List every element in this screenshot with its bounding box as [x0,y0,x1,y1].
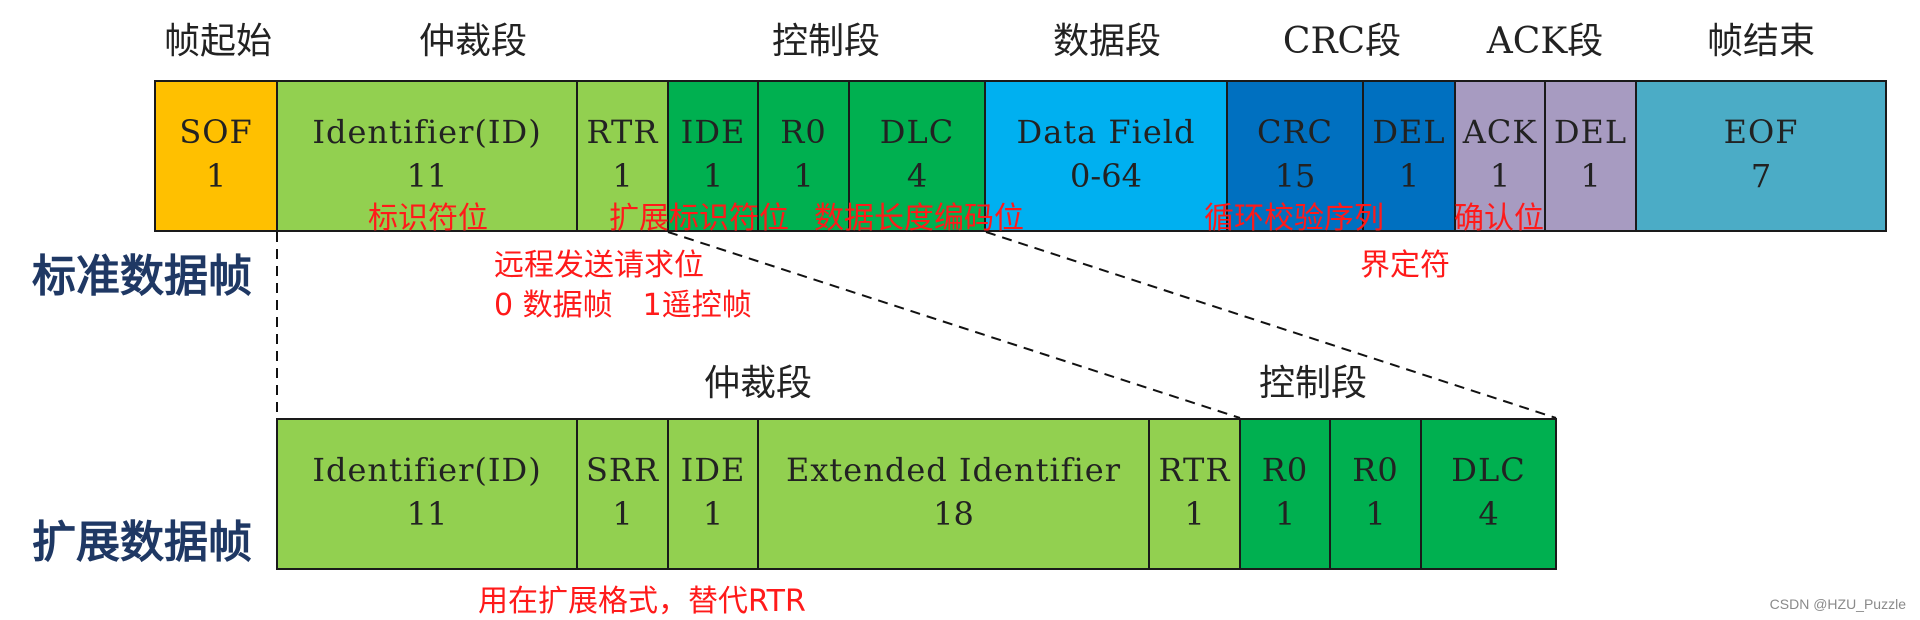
std-field-name: DLC [879,113,955,151]
std-field-bits: 1 [702,157,724,195]
annotation-data-length-code-bit: 数据长度编码位 [814,201,1024,236]
std-field-rtr: RTR 1 [576,80,669,232]
std-field-ack-del: DEL 1 [1544,80,1637,232]
std-field-bits: 1 [205,157,227,195]
std-field-name: RTR [586,113,659,151]
std-field-bits: 0-64 [1070,157,1142,195]
ext-field-bits: 1 [1184,495,1205,533]
std-field-name: SOF [179,113,253,151]
std-field-name: IDE [680,113,746,151]
std-field-eof: EOF 7 [1635,80,1887,232]
segment-title-ack: ACK段 [1486,21,1604,62]
ext-field-name: Identifier(ID) [312,451,542,489]
ext-field-identifier: Identifier(ID) 11 [276,418,578,570]
std-field-name: CRC [1256,113,1334,151]
std-field-identifier: Identifier(ID) 11 [276,80,578,232]
ext-field-name: R0 [1261,451,1309,489]
annotation-crc-sequence: 循环校验序列 [1204,201,1384,236]
segment-title-eof: 帧结束 [1706,21,1816,62]
std-field-ack: ACK 1 [1454,80,1546,232]
standard-frame-label: 标准数据帧 [32,251,252,302]
ext-field-name: Extended Identifier [786,451,1121,489]
annotation-ack-bit: 确认位 [1454,201,1544,236]
ext-field-name: DLC [1451,451,1526,489]
std-field-bits: 1 [612,157,633,195]
ext-field-bits: 1 [1274,495,1296,533]
std-field-bits: 1 [1398,157,1420,195]
ext-field-name: RTR [1158,451,1231,489]
extended-frame-label: 扩展数据帧 [32,517,252,568]
std-field-name: EOF [1723,113,1799,151]
ext-field-srr: SRR 1 [576,418,669,570]
ext-field-bits: 18 [933,495,974,533]
annotation-remote-request-bit: 远程发送请求位 [494,248,704,283]
annotation-srr-note: 用在扩展格式，替代RTR [478,584,806,619]
ext-field-ide: IDE 1 [667,418,759,570]
watermark: CSDN @HZU_Puzzle [1769,596,1906,612]
std-field-ide: IDE 1 [667,80,759,232]
std-field-r0: R0 1 [757,80,850,232]
std-field-name: DEL [1372,113,1446,151]
ext-field-bits: 4 [1478,495,1499,533]
std-field-crc: CRC 15 [1226,80,1364,232]
std-field-name: R0 [780,113,827,151]
std-field-bits: 1 [793,157,814,195]
control-end-dashed-line [985,231,1557,419]
ext-field-name: R0 [1352,451,1399,489]
ext-title-arbitration: 仲裁段 [703,363,813,404]
annotation-remote-values: 0 数据帧 1遥控帧 [494,288,752,323]
segment-title-control: 控制段 [771,21,881,62]
ext-field-name: SRR [585,451,660,489]
annotation-delimiter: 界定符 [1360,248,1450,283]
ext-field-bits: 11 [406,495,448,533]
std-field-name: ACK [1462,113,1538,151]
std-field-crc-del: DEL 1 [1362,80,1456,232]
segment-title-sof: 帧起始 [163,21,273,62]
control-start-dashed-line [667,231,1241,419]
ext-title-control: 控制段 [1258,363,1368,404]
std-field-bits: 7 [1750,157,1772,195]
ext-field-extended-identifier: Extended Identifier 18 [757,418,1150,570]
segment-title-arbitration: 仲裁段 [418,21,528,62]
std-field-bits: 1 [1489,157,1511,195]
ext-field-bits: 1 [702,495,724,533]
ext-field-bits: 1 [1365,495,1386,533]
ext-field-rtr: RTR 1 [1148,418,1241,570]
segment-title-data: 数据段 [1052,21,1162,62]
std-field-data: Data Field 0-64 [984,80,1228,232]
ext-field-r1: R0 1 [1239,418,1331,570]
ext-field-r0: R0 1 [1329,418,1422,570]
std-field-name: Identifier(ID) [312,113,542,151]
std-field-bits: 15 [1274,157,1316,195]
ext-field-name: IDE [680,451,746,489]
std-field-name: DEL [1553,113,1628,151]
annotation-extended-identifier-bit: 扩展标识符位 [609,201,789,236]
std-field-bits: 4 [906,157,928,195]
std-field-bits: 11 [406,157,448,195]
ext-field-dlc: DLC 4 [1420,418,1557,570]
segment-title-crc: CRC段 [1282,21,1402,62]
std-field-bits: 1 [1580,157,1601,195]
std-field-name: Data Field [1016,113,1196,151]
ext-field-bits: 1 [612,495,633,533]
annotation-identifier-bit: 标识符位 [368,201,488,236]
